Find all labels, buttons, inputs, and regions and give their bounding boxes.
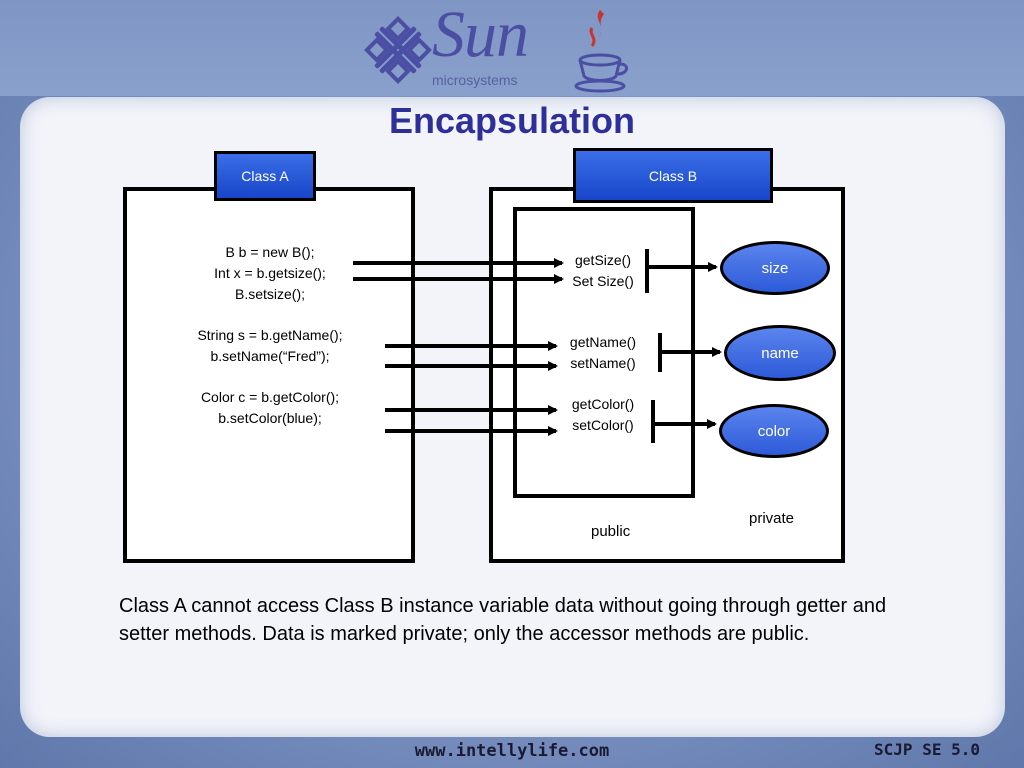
code-line: B b = new B(); [225,244,315,260]
field-color-oval: color [719,404,829,458]
code-line: B.setsize(); [234,286,305,302]
caption-text: Class A cannot access Class B instance v… [119,595,887,645]
brand-subtitle: microsystems [432,72,518,88]
class-a-box [123,187,415,563]
class-a-code-3: Color c = b.getColor(); b.setColor(blue)… [150,387,390,429]
methods-color: getColor() setColor() [540,394,666,436]
field-name-oval: name [724,325,836,381]
brand-name: Sun [432,0,529,71]
method-label: getName() [569,334,637,350]
method-label: getSize() [574,252,632,268]
code-line: b.setName(“Fred”); [210,348,330,364]
footer-url: www.intellylife.com [414,741,610,761]
method-label: setColor() [572,417,634,433]
methods-name: getName() setName() [540,332,666,374]
slide-title: Encapsulation [388,100,636,141]
class-b-label: Class B [573,148,773,203]
code-line: Color c = b.getColor(); [200,389,340,405]
class-a-label: Class A [214,151,316,201]
footer-cert: SCJP SE 5.0 [874,740,980,759]
code-line: String s = b.getName(); [197,327,343,343]
private-label: private [749,510,795,527]
method-label: Set Size() [572,273,634,289]
field-size-oval: size [720,241,830,295]
sun-emblem-icon [364,16,432,84]
public-label: public [591,523,631,540]
java-cup-icon [574,10,628,93]
method-label: getColor() [571,396,635,412]
header-band [0,0,1024,96]
code-line: Int x = b.getsize(); [214,265,326,281]
code-line: b.setColor(blue); [218,410,322,426]
methods-size: getSize() Set Size() [540,250,666,292]
method-label: setName() [570,355,636,371]
class-a-code-1: B b = new B(); Int x = b.getsize(); B.se… [150,242,390,305]
class-a-code-2: String s = b.getName(); b.setName(“Fred”… [150,325,390,367]
